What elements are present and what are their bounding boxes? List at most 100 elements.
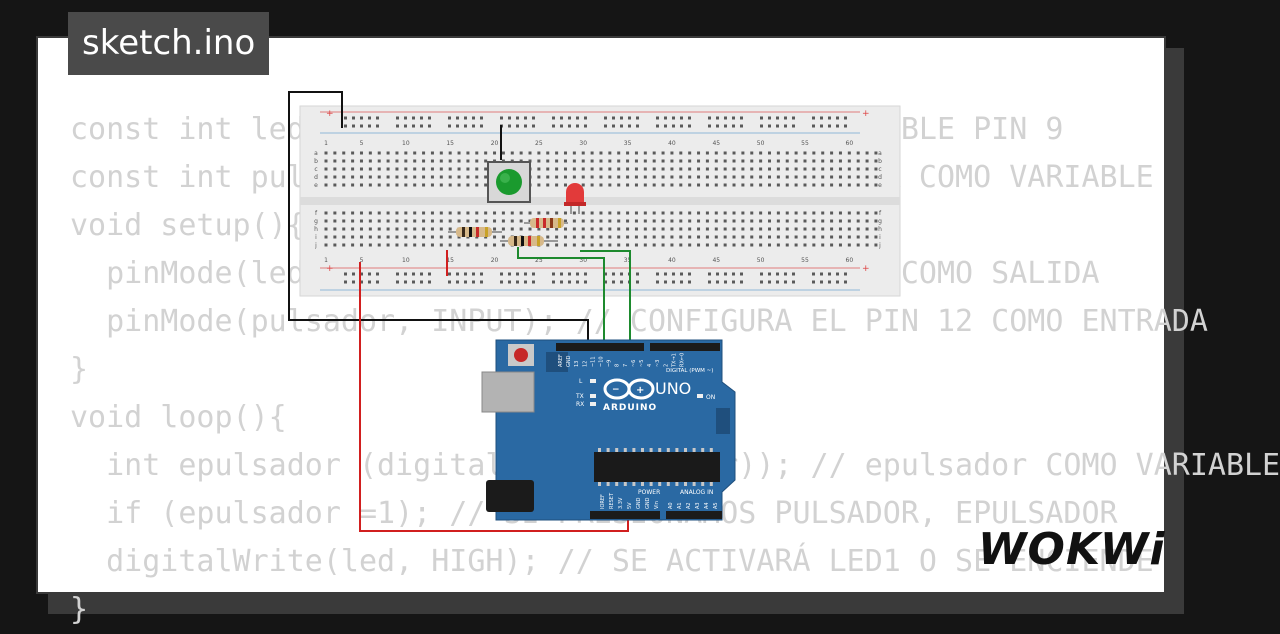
- breadboard-hole: [821, 243, 825, 247]
- rail-hole: [552, 272, 555, 276]
- rail-hole: [844, 116, 847, 120]
- breadboard-hole: [413, 211, 417, 215]
- rail-hole: [792, 124, 795, 128]
- breadboard-hole: [723, 211, 727, 215]
- breadboard-hole: [528, 227, 532, 231]
- breadboard-hole: [714, 243, 718, 247]
- breadboard-hole: [510, 227, 514, 231]
- breadboard-hole: [679, 183, 683, 187]
- rail-hole: [828, 272, 831, 276]
- breadboard-hole: [430, 175, 434, 179]
- breadboard-hole: [652, 235, 656, 239]
- breadboard-hole: [493, 235, 497, 239]
- chip-pin: [632, 448, 636, 452]
- breadboard-hole: [865, 167, 869, 171]
- breadboard-hole: [590, 243, 594, 247]
- breadboard-hole: [617, 243, 621, 247]
- chip-pin: [658, 448, 662, 452]
- breadboard-hole: [714, 219, 718, 223]
- breadboard-hole: [395, 151, 399, 155]
- breadboard-hole: [803, 227, 807, 231]
- chip-pin: [692, 448, 696, 452]
- breadboard-hole: [626, 183, 630, 187]
- breadboard-hole: [395, 159, 399, 163]
- rail-hole: [576, 280, 579, 284]
- chip-pin: [606, 448, 610, 452]
- breadboard-hole: [386, 211, 390, 215]
- breadboard-hole: [723, 151, 727, 155]
- breadboard-hole: [847, 175, 851, 179]
- led-label-rx: RX: [576, 401, 584, 408]
- breadboard-hole: [501, 243, 505, 247]
- rail-hole: [792, 280, 795, 284]
- rail-hole: [636, 280, 639, 284]
- rail-hole: [656, 124, 659, 128]
- breadboard-hole: [794, 211, 798, 215]
- rail-hole: [604, 116, 607, 120]
- rail-hole: [552, 124, 555, 128]
- breadboard-hole: [759, 167, 763, 171]
- rail-hole: [524, 280, 527, 284]
- row-letter: b: [878, 158, 882, 165]
- rail-hole: [672, 116, 675, 120]
- board-model: UNO: [655, 379, 691, 398]
- breadboard-hole: [723, 227, 727, 231]
- breadboard-hole: [661, 227, 665, 231]
- rail-hole: [760, 124, 763, 128]
- push-button[interactable]: [487, 161, 531, 203]
- breadboard-hole: [874, 235, 878, 239]
- rail-hole: [836, 116, 839, 120]
- breadboard-hole: [368, 175, 372, 179]
- breadboard-hole: [812, 167, 816, 171]
- led-label-tx: TX: [575, 393, 584, 400]
- rail-hole: [360, 280, 363, 284]
- rail-hole: [680, 280, 683, 284]
- breadboard-hole: [537, 227, 541, 231]
- breadboard-hole: [528, 151, 532, 155]
- breadboard-hole: [812, 235, 816, 239]
- rail-hole: [820, 272, 823, 276]
- breadboard-hole: [750, 151, 754, 155]
- breadboard-hole: [546, 175, 550, 179]
- breadboard-hole: [448, 219, 452, 223]
- breadboard-hole: [652, 227, 656, 231]
- rail-hole: [412, 124, 415, 128]
- reset-button[interactable]: [514, 348, 528, 362]
- breadboard-hole: [581, 219, 585, 223]
- breadboard-hole: [838, 183, 842, 187]
- column-number: 1: [324, 257, 328, 264]
- rail-hole: [664, 272, 667, 276]
- breadboard-hole: [856, 219, 860, 223]
- breadboard-hole: [617, 227, 621, 231]
- breadboard-hole: [368, 243, 372, 247]
- rail-hole: [560, 280, 563, 284]
- breadboard-hole: [723, 159, 727, 163]
- breadboard-hole: [661, 219, 665, 223]
- column-number: 25: [535, 140, 543, 147]
- rail-hole: [740, 272, 743, 276]
- breadboard-hole: [741, 167, 745, 171]
- breadboard-hole: [599, 235, 603, 239]
- pin-label: 8: [615, 364, 621, 367]
- breadboard-hole: [404, 235, 408, 239]
- breadboard-hole: [493, 227, 497, 231]
- breadboard-hole: [324, 175, 328, 179]
- rail-hole: [516, 272, 519, 276]
- breadboard-hole: [395, 167, 399, 171]
- rail-hole: [584, 272, 587, 276]
- breadboard-hole: [847, 159, 851, 163]
- pin-label: GND: [566, 355, 572, 367]
- rail-hole: [820, 116, 823, 120]
- breadboard-hole: [652, 167, 656, 171]
- breadboard-hole: [759, 211, 763, 215]
- breadboard-hole: [785, 167, 789, 171]
- breadboard-hole: [617, 235, 621, 239]
- pin-label: ~11: [590, 356, 596, 367]
- sketch-file-title[interactable]: sketch.ino: [68, 12, 270, 75]
- breadboard-hole: [519, 219, 523, 223]
- pin-label: A0: [668, 502, 674, 509]
- breadboard-hole: [652, 183, 656, 187]
